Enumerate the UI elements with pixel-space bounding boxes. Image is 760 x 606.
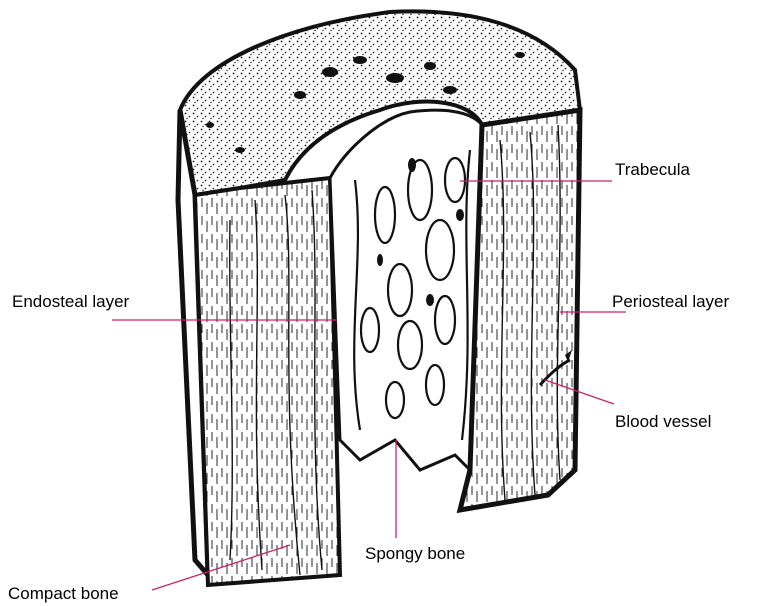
label-blood-vessel: Blood vessel (615, 412, 711, 432)
label-periosteal-layer: Periosteal layer (612, 292, 729, 312)
label-compact-bone: Compact bone (8, 584, 119, 604)
label-spongy-bone: Spongy bone (365, 544, 465, 564)
label-endosteal-layer: Endosteal layer (12, 292, 129, 312)
right-column (460, 110, 580, 510)
label-trabecula: Trabecula (615, 160, 690, 180)
spongy-region (330, 110, 482, 470)
